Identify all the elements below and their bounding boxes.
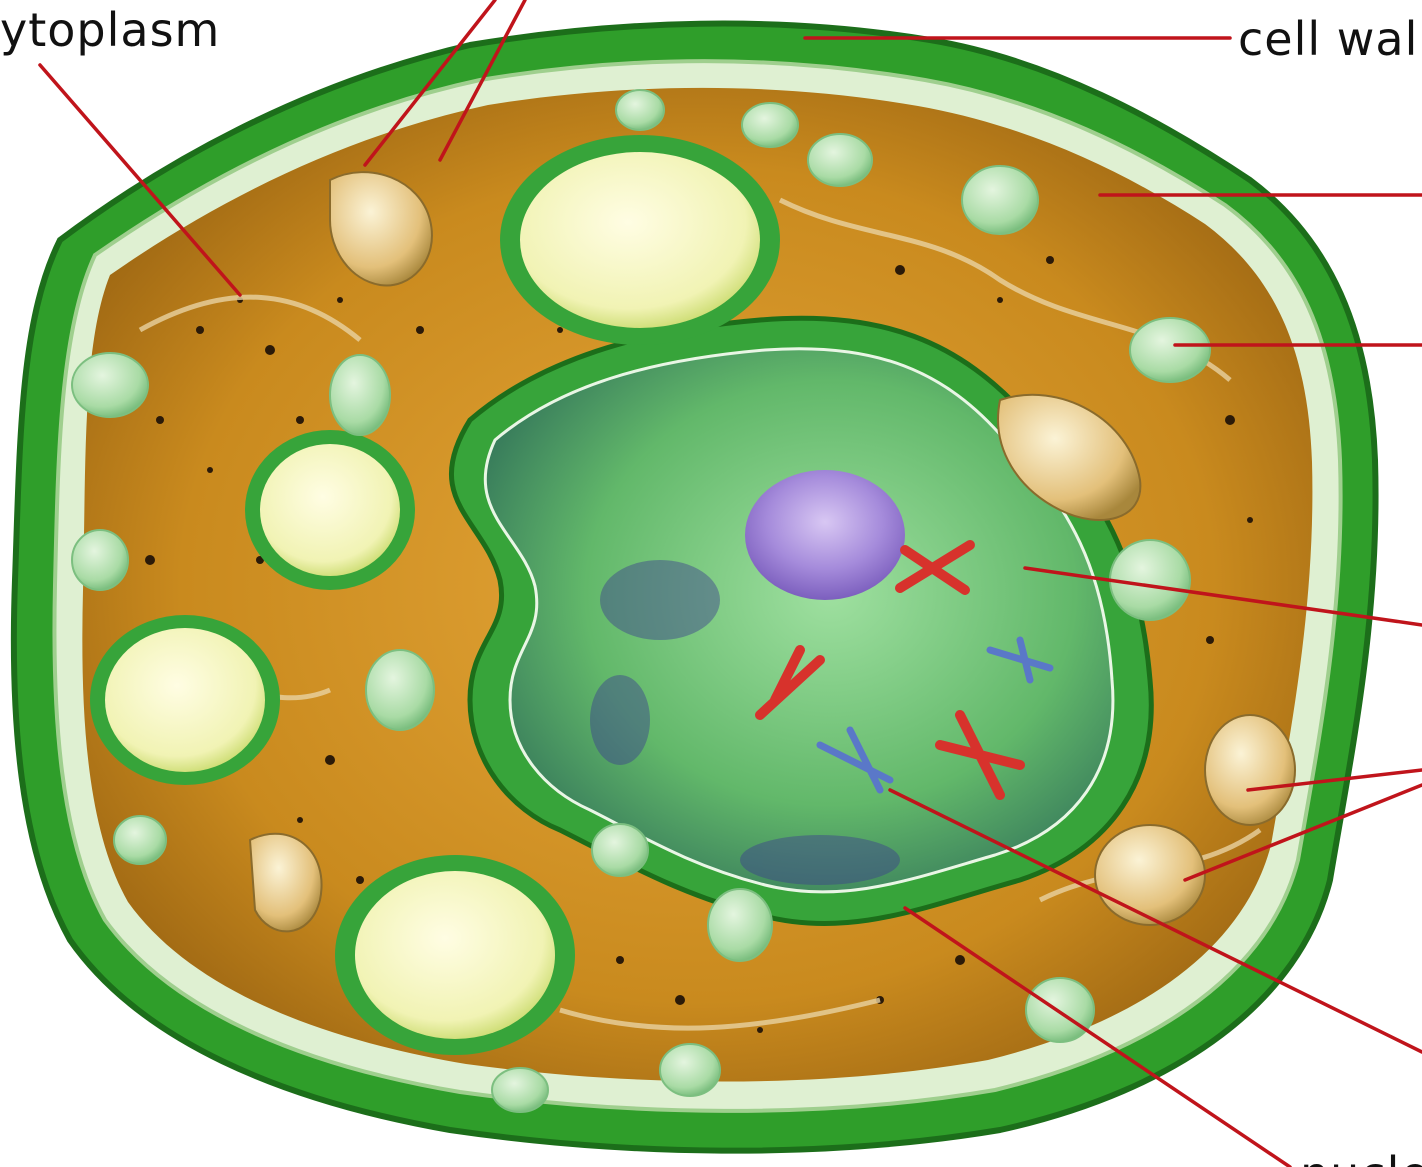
label-cell-wall: cell wal <box>1238 12 1418 66</box>
nucleolus <box>745 470 905 600</box>
label-nucleolus: nucleo <box>1300 1147 1422 1167</box>
label-cytoplasm: ytoplasm <box>0 3 220 57</box>
